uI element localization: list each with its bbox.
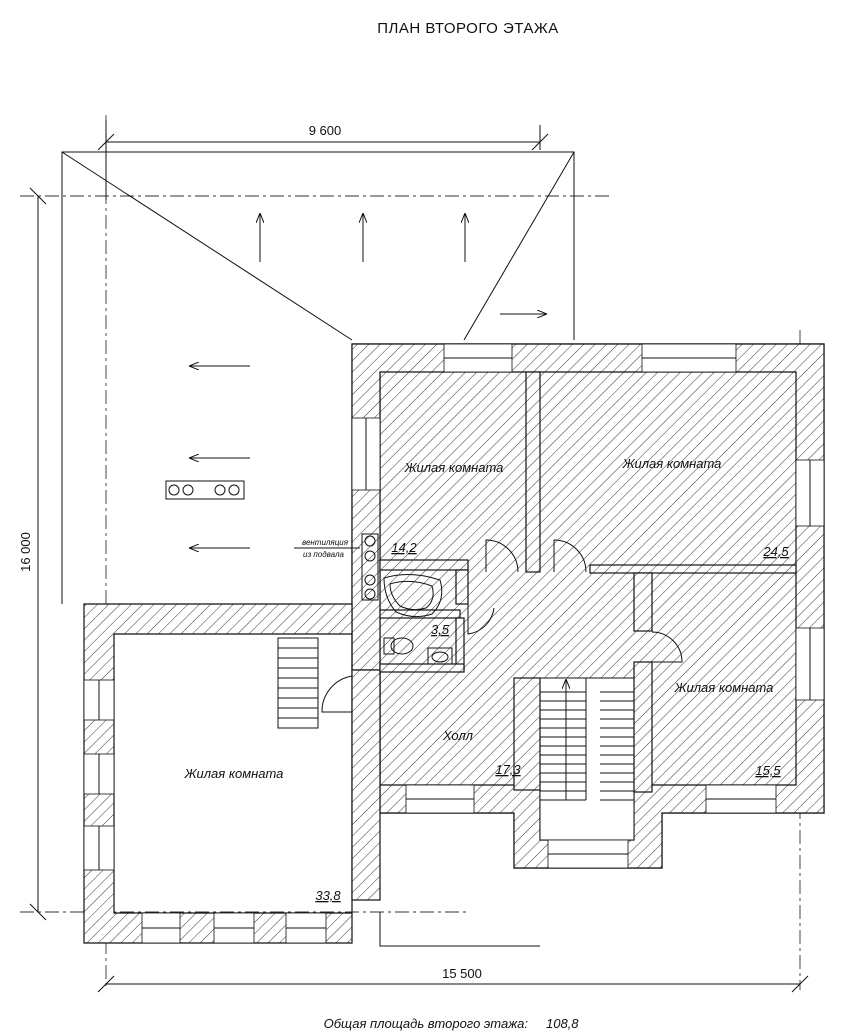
room-area-4: 33,8 [315, 888, 341, 903]
room-name-4: Жилая комната [184, 766, 284, 781]
bathtub [383, 574, 443, 618]
exterior-walls [83, 343, 825, 944]
dimension-bottom-label: 15 500 [442, 966, 482, 981]
dimension-top-label: 9 600 [309, 123, 342, 138]
roof-vent-pipes [165, 480, 245, 500]
total-area-label: Общая площадь второго этажа: [324, 1016, 529, 1031]
dimension-left-label: 16 000 [18, 532, 33, 572]
interior-walls [351, 371, 797, 901]
room-name-hall: Холл [442, 728, 474, 743]
ventilation-note-line2: из подвала [303, 550, 345, 559]
terrace-outline [379, 912, 540, 947]
ventilation-shafts [361, 533, 379, 601]
ventilation-note: вентиляция из подвала [294, 538, 360, 559]
windows [83, 343, 825, 944]
roof-slope-arrows [190, 214, 546, 548]
room-name-2: Жилая комната [622, 456, 722, 471]
dimension-bottom: 15 500 [97, 966, 809, 993]
room-name-3: Жилая комната [674, 680, 774, 695]
total-area: Общая площадь второго этажа: 108,8 [324, 1016, 580, 1031]
roof-outline [61, 151, 575, 604]
doors [321, 539, 683, 713]
stair-shaft [539, 677, 635, 841]
stairs [277, 637, 634, 801]
room-area-3: 15,5 [755, 763, 781, 778]
room-area-bath: 3,5 [431, 622, 450, 637]
ventilation-note-line1: вентиляция [302, 538, 349, 547]
washbasin-icon [427, 647, 453, 665]
room-name-1: Жилая комната [404, 460, 504, 475]
room-area-hall: 17,3 [495, 762, 521, 777]
dimension-top: 9 600 [97, 120, 549, 200]
room-area-24: 24,5 [762, 544, 789, 559]
plan-title: ПЛАН ВТОРОГО ЭТАЖА [377, 20, 559, 37]
room-labels: Жилая комната 14,2 Жилая комната 15,5 24… [184, 456, 790, 903]
dimension-left: 16 000 [18, 187, 47, 921]
room-area-1: 14,2 [391, 540, 417, 555]
total-area-value: 108,8 [546, 1016, 579, 1031]
toilet-icon [383, 637, 414, 655]
